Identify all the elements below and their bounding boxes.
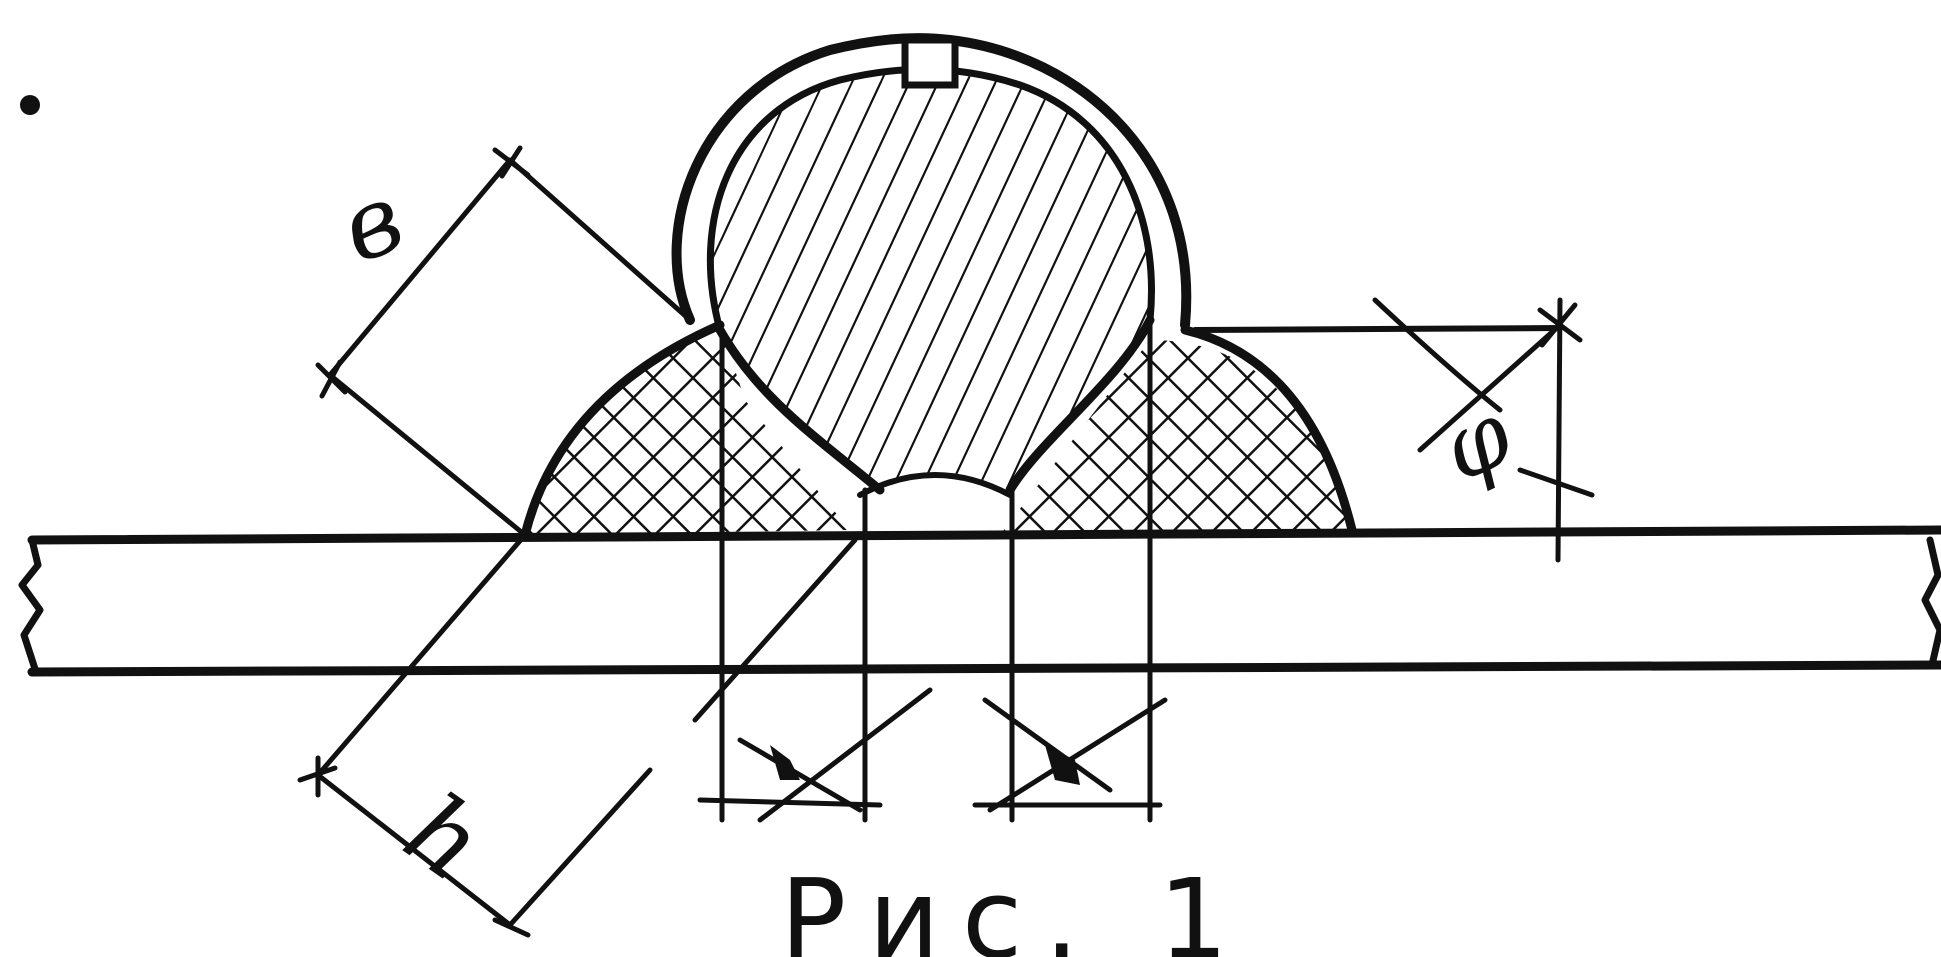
label-phi: φ: [1426, 381, 1528, 503]
dimension-phi: [1192, 297, 1595, 563]
dimension-b: [315, 145, 693, 538]
gap-mark-left: [697, 687, 933, 823]
label-h: h: [384, 771, 504, 904]
label-b: в: [327, 163, 417, 285]
gap-mark-right: [972, 697, 1168, 813]
dimension-h: [297, 532, 858, 938]
base-plate: [18, 525, 1941, 677]
figure-caption: Рис. 1: [780, 855, 1250, 957]
stray-dot: [20, 95, 40, 115]
round-rod: [671, 33, 1192, 498]
projection-lines: [719, 322, 1153, 823]
